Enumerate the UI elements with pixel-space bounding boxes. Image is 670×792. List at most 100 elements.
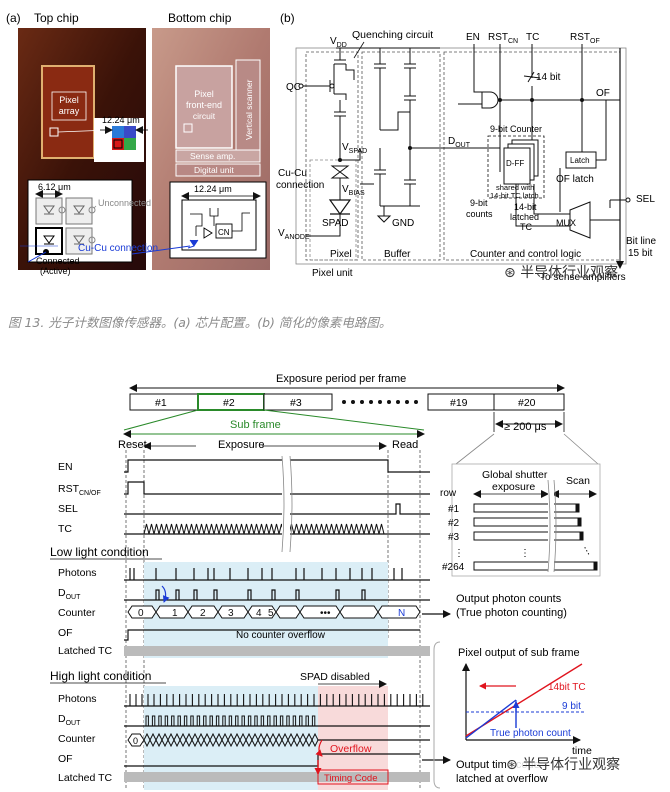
dout-pulse <box>361 589 366 600</box>
qc-label: QC <box>286 82 301 93</box>
watermark-bottom: ⊛ 半导体行业观察 <box>506 754 621 774</box>
latched-tc-bar-low <box>124 646 430 656</box>
row-label-264: #264 <box>442 562 465 573</box>
high-dout-pulses <box>145 715 316 726</box>
dout-pulse <box>254 715 258 726</box>
svg-text:⋮: ⋮ <box>580 544 594 559</box>
dout-pulse <box>273 715 277 726</box>
dout-pulse <box>196 715 201 726</box>
tclatch-label-3: TC <box>520 222 532 232</box>
row-label-1: #1 <box>448 504 460 515</box>
dout-pulse <box>209 715 213 726</box>
dout-label-low: DOUT <box>58 587 81 601</box>
latch-label: Latch <box>570 156 590 165</box>
quenching-transistors <box>318 48 355 132</box>
frame-label-1: #1 <box>155 397 167 409</box>
row-label-2: #2 <box>448 518 460 529</box>
low-dout-pulses <box>155 589 366 600</box>
reset-label: Reset <box>118 439 147 451</box>
tc-clock-wave <box>124 523 430 535</box>
photons-label-low: Photons <box>58 567 97 579</box>
sig-sel-label: SEL <box>58 503 78 515</box>
dout-pulse <box>235 715 239 726</box>
sel-label: SEL <box>636 194 655 205</box>
frame-ellipsis <box>342 400 418 404</box>
output-counts-label-2: (True photon counting) <box>456 607 567 619</box>
cucu-symbol <box>330 165 350 179</box>
counter-value: 5 <box>268 608 274 619</box>
latched-tc-bar-high-b <box>318 772 430 782</box>
watermark-text-top: 半导体行业观察 <box>520 265 619 281</box>
and-gate <box>481 91 499 109</box>
counter-segment <box>275 605 301 619</box>
cn-label: CN <box>218 228 230 237</box>
vertical-scanner-region <box>235 59 261 151</box>
panel-b: (b) VDD Quenching circuit QC <box>276 11 656 283</box>
latched-tc-bar-high-a <box>124 772 318 782</box>
vanode-label: VANODE <box>278 228 310 241</box>
row-header: row <box>440 488 457 499</box>
connected-label-2: (Active) <box>40 266 71 276</box>
counter-label-high: Counter <box>58 733 96 745</box>
cucu-label-2: connection <box>276 180 324 191</box>
counter-value: 0 <box>138 608 144 619</box>
tc-label: TC <box>526 32 539 43</box>
spad-cell-grid <box>35 197 93 255</box>
dout-pulse <box>335 589 340 600</box>
top-chip-title: Top chip <box>34 11 79 25</box>
high-light-title: High light condition <box>50 669 151 683</box>
timing-diagram: Exposure period per frame #1 #2 #3 #19 #… <box>50 373 601 790</box>
quenching-label: Quenching circuit <box>352 29 433 41</box>
frontend-label-1: Pixel <box>194 89 214 99</box>
latched-tc-label-high: Latched TC <box>58 772 113 784</box>
frame-label-19: #19 <box>450 397 468 409</box>
panel-b-label: (b) <box>280 11 295 25</box>
dout-pulse <box>145 715 149 726</box>
dout-label: DOUT <box>448 136 471 149</box>
dff-stack <box>503 139 539 185</box>
spad-label: SPAD <box>322 218 349 229</box>
watermark-icon: ⊛ <box>504 265 521 281</box>
row-label-dots: ⋮ <box>454 548 464 559</box>
bitline-label-2: 15 bit <box>628 248 653 259</box>
panel-a: (a) Top chip Bottom chip Pixel array 12.… <box>6 11 270 276</box>
vdd-label: VDD <box>330 36 347 49</box>
dout-pulse <box>299 715 303 726</box>
frame-label-3: #3 <box>290 397 302 409</box>
gnd-symbol <box>376 215 392 223</box>
low-photon-pulses <box>129 568 403 580</box>
dout-pulse <box>260 715 265 726</box>
read-label: Read <box>392 439 418 451</box>
vbias-label: VBIAS <box>342 184 365 197</box>
of-label-high: OF <box>58 753 73 765</box>
mux-label: MUX <box>556 218 576 228</box>
size-label-top: 12.24 μm <box>102 115 140 125</box>
of-label: OF <box>596 88 610 99</box>
dout-pulse <box>241 715 245 726</box>
digital-unit-region <box>175 163 261 177</box>
buffer-transistors <box>374 48 420 216</box>
pixel-unit-label: Pixel unit <box>312 268 353 279</box>
sig-rst-label: RSTCN/OF <box>58 483 101 497</box>
cucu-label-1: Cu-Cu <box>278 168 307 179</box>
tc14-label: 14bit TC <box>548 682 586 693</box>
bitline-label-1: Bit line <box>626 236 656 247</box>
watermark-text-bottom: 半导体行业观察 <box>522 757 621 773</box>
counter-value: 4 <box>256 608 262 619</box>
counter-value: ••• <box>320 608 331 619</box>
of-latch-label: OF latch <box>556 174 594 185</box>
vertical-scanner-label: Vertical scanner <box>244 79 254 140</box>
bits14-label: 14 bit <box>536 72 561 83</box>
tclatch-label-2: latched <box>510 212 539 222</box>
pixel-array-label-2: array <box>59 106 80 116</box>
en-label: EN <box>466 32 480 43</box>
overflow-label: Overflow <box>330 743 372 755</box>
dout-pulse <box>151 715 156 726</box>
counter-label-low: Counter <box>58 607 96 619</box>
timing-code-label: Timing Code <box>324 773 378 784</box>
frontend-label-2: front-end <box>186 100 222 110</box>
bit9-label: 9 bit <box>562 701 581 712</box>
exposure-period-label: Exposure period per frame <box>276 373 406 385</box>
dout-pulse <box>171 715 175 726</box>
